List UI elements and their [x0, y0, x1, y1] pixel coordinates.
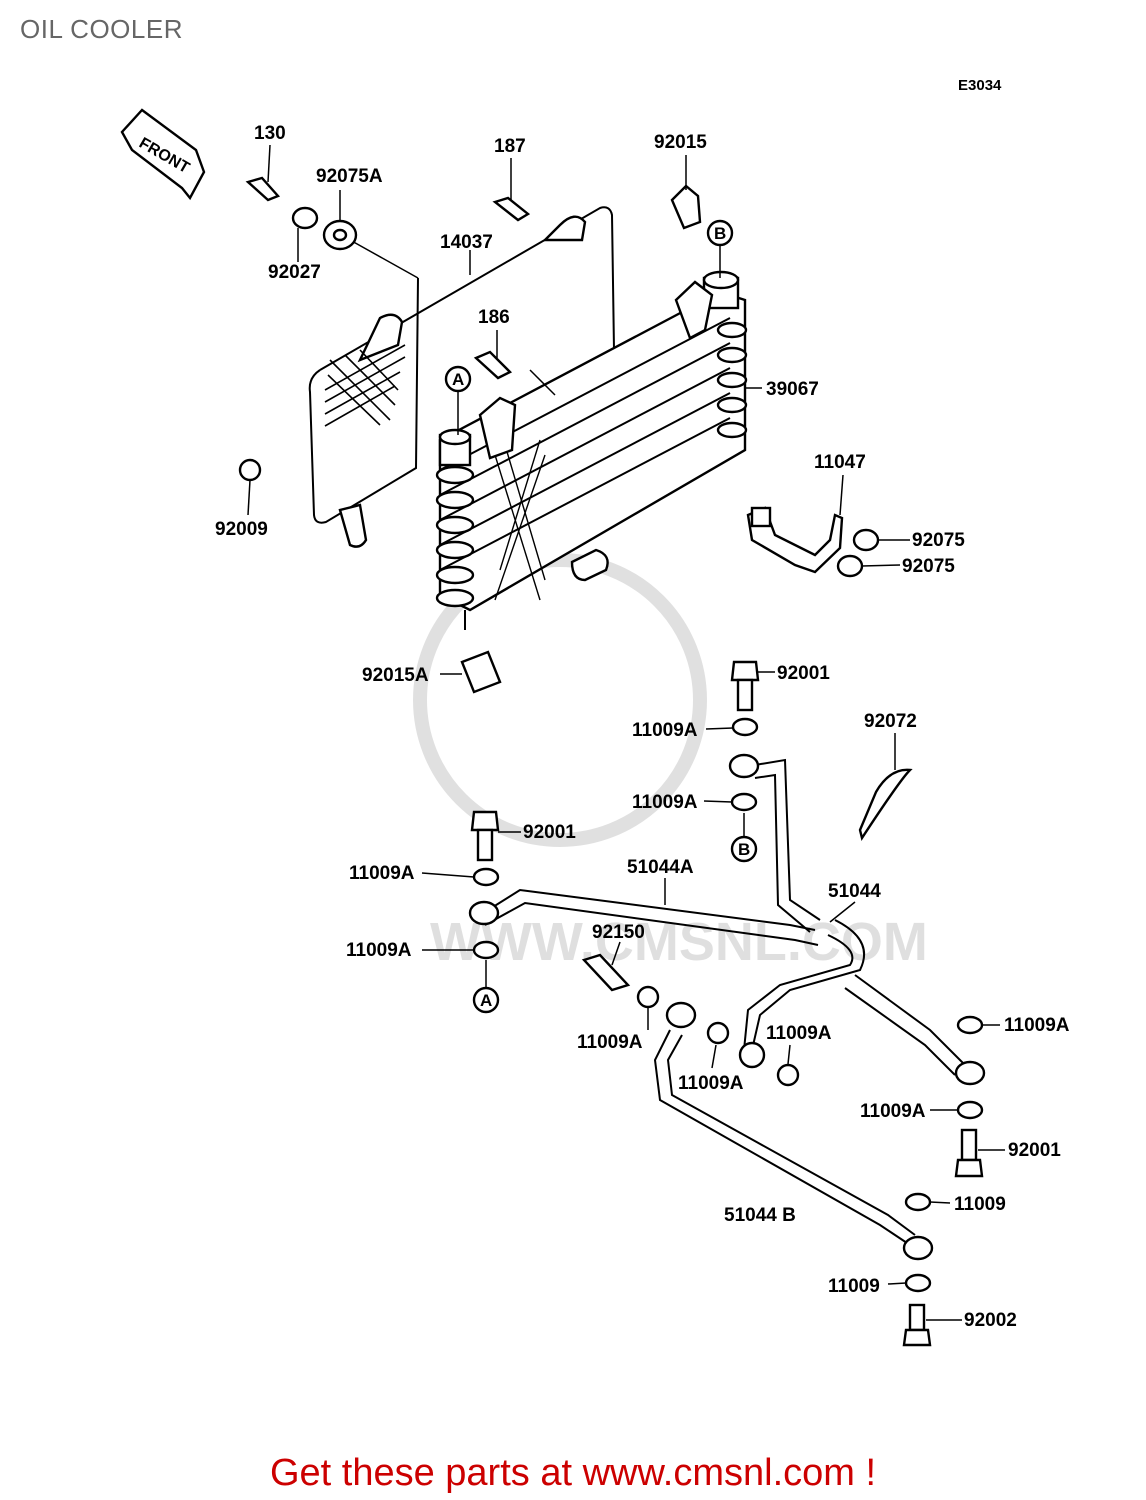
- svg-text:B: B: [738, 840, 750, 859]
- callout-a-top: A: [444, 365, 472, 393]
- svg-text:A: A: [480, 991, 492, 1010]
- clip-92015A: [460, 650, 502, 694]
- svg-text:B: B: [714, 224, 726, 243]
- label-11009A-4: 11009A: [346, 940, 412, 961]
- label-11009A-9: 11009A: [860, 1101, 926, 1122]
- label-186: 186: [478, 307, 510, 328]
- label-51044A: 51044A: [627, 857, 694, 878]
- oil-cooler-guard: [308, 206, 615, 548]
- bracket: [746, 506, 844, 574]
- watermark-text: WWW.CMSNL.COM: [430, 912, 928, 972]
- label-51044B: 51044 B: [724, 1205, 796, 1226]
- label-92075-upper: 92075: [912, 530, 965, 551]
- label-92075-lower: 92075: [902, 556, 955, 577]
- label-130: 130: [254, 123, 286, 144]
- label-14037: 14037: [440, 232, 493, 253]
- diagram-code: E3034: [958, 77, 1002, 94]
- oil-lines: [484, 758, 966, 1246]
- label-39067: 39067: [766, 379, 819, 400]
- bolt-130: [245, 176, 358, 251]
- label-92015: 92015: [654, 132, 707, 153]
- label-187: 187: [494, 136, 526, 157]
- grommet-92009: [238, 458, 262, 482]
- callout-a-bottom: A: [472, 986, 500, 1014]
- clip-92015: [670, 184, 702, 230]
- label-11009A-7: 11009A: [766, 1023, 832, 1044]
- bolt-186: [473, 350, 513, 380]
- label-11047: 11047: [814, 452, 866, 473]
- label-92075A: 92075A: [316, 166, 383, 187]
- label-92001-middle: 92001: [523, 822, 576, 843]
- callout-b-top: B: [706, 219, 734, 247]
- label-11009A-3: 11009A: [349, 863, 415, 884]
- svg-text:A: A: [452, 370, 464, 389]
- label-11009A-5: 11009A: [577, 1032, 643, 1053]
- bolt-187: [492, 196, 531, 222]
- label-92027: 92027: [268, 262, 321, 283]
- label-92001-lower: 92001: [1008, 1140, 1061, 1161]
- fittings-washers: [468, 660, 986, 1347]
- label-11009-upper: 11009: [954, 1194, 1006, 1215]
- front-arrow-icon: FRONT: [120, 108, 206, 201]
- label-92001-upper: 92001: [777, 663, 830, 684]
- label-92150: 92150: [592, 922, 645, 943]
- part-labels: 130 92075A 92027 14037 187 92015 186 390…: [215, 123, 1070, 1331]
- label-92072: 92072: [864, 711, 917, 732]
- footer-link[interactable]: Get these parts at www.cmsnl.com !: [269, 1452, 877, 1494]
- label-11009-lower: 11009: [828, 1276, 880, 1297]
- page-title: OIL COOLER: [20, 14, 183, 44]
- label-51044: 51044: [828, 881, 881, 902]
- leader-lines: [247, 144, 1005, 1321]
- label-11009A-6: 11009A: [678, 1073, 744, 1094]
- label-11009A-2: 11009A: [632, 792, 698, 813]
- label-92009: 92009: [215, 519, 268, 540]
- oil-cooler-core: [435, 270, 748, 630]
- label-92002: 92002: [964, 1310, 1017, 1331]
- watermark: WWW.CMSNL.COM: [413, 553, 928, 972]
- callout-b-bottom: B: [730, 835, 758, 863]
- label-11009A-1: 11009A: [632, 720, 698, 741]
- label-11009A-8: 11009A: [1004, 1015, 1070, 1036]
- nuts-92075: [836, 528, 880, 578]
- label-92015A: 92015A: [362, 665, 429, 686]
